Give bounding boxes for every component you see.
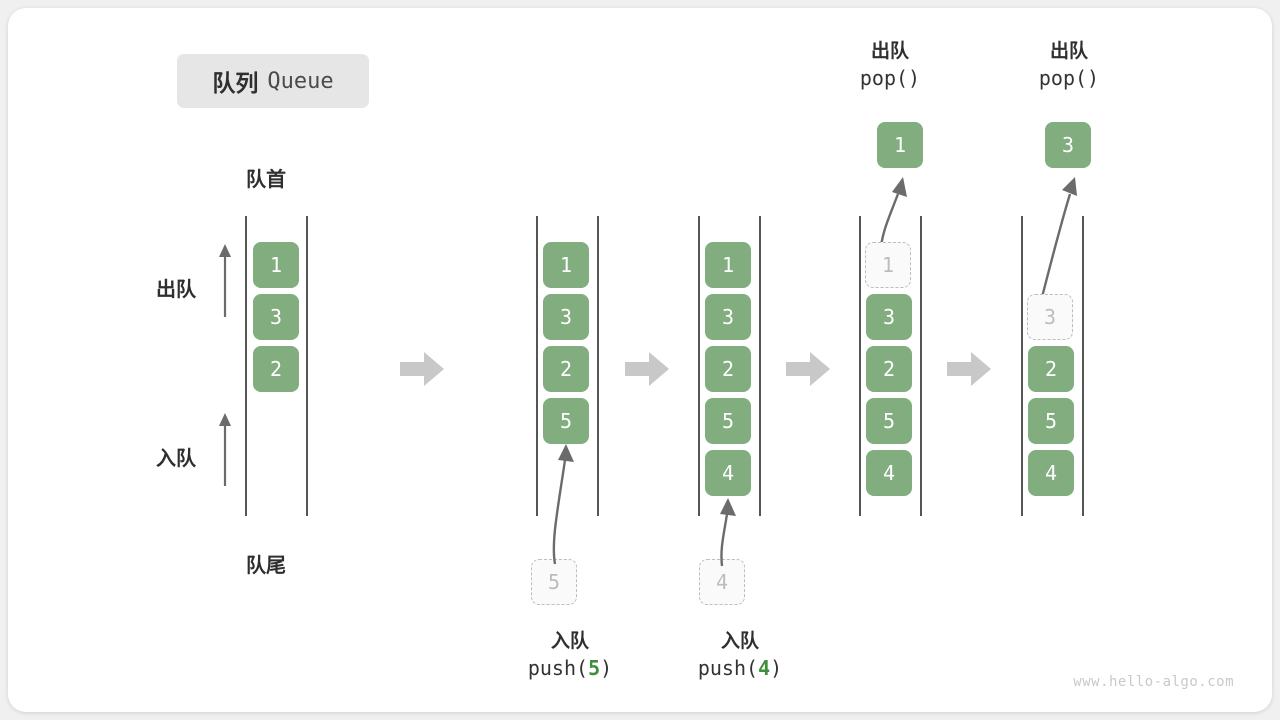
rail-left-col5	[1021, 216, 1023, 516]
popped-element: 3	[1045, 122, 1091, 168]
rail-right-col2	[597, 216, 599, 516]
rail-right-col1	[306, 216, 308, 516]
pop2-cn: 出队	[1049, 40, 1088, 62]
push-motion-arrow	[552, 444, 574, 565]
ghost-element: 3	[1027, 294, 1073, 340]
pop2-label: 出队 pop()	[980, 38, 1158, 92]
queue-element: 3	[543, 294, 589, 340]
pop1-call: pop()	[859, 66, 921, 90]
push5-cn: 入队	[550, 630, 589, 652]
step-arrow-icon	[400, 352, 444, 386]
step-arrow-icon	[625, 352, 669, 386]
pop1-label: 出队 pop()	[801, 38, 979, 92]
enqueue-label: 入队	[156, 446, 196, 470]
pop1-cn: 出队	[870, 40, 909, 62]
rail-left-col2	[536, 216, 538, 516]
queue-element: 5	[1028, 398, 1074, 444]
push5-label: 入队 push(5)	[472, 628, 668, 682]
watermark: www.hello-algo.com	[1073, 674, 1234, 690]
rail-left-col1	[245, 216, 247, 516]
step-arrow-icon	[947, 352, 991, 386]
push-motion-arrow	[720, 498, 736, 567]
queue-element: 3	[253, 294, 299, 340]
enqueue-direction-arrow	[219, 413, 231, 486]
front-label: 队首	[246, 167, 286, 191]
queue-element: 5	[705, 398, 751, 444]
push5-call: push(5)	[527, 656, 613, 680]
queue-element: 4	[866, 450, 912, 496]
queue-element-new: 4	[705, 450, 751, 496]
ghost-element: 1	[865, 242, 911, 288]
queue-element: 1	[543, 242, 589, 288]
queue-element: 3	[705, 294, 751, 340]
rail-right-col5	[1082, 216, 1084, 516]
diagram-card: 队列 Queue 队首 队尾 出队 入队 1 3 2 1 3 2 5 5 入队 …	[8, 8, 1272, 712]
rail-left-col4	[859, 216, 861, 516]
queue-element: 2	[705, 346, 751, 392]
rail-right-col4	[920, 216, 922, 516]
rear-label: 队尾	[246, 553, 286, 577]
push4-call: push(4)	[697, 656, 783, 680]
queue-element: 2	[543, 346, 589, 392]
title-english: Queue	[267, 68, 334, 94]
queue-element: 5	[866, 398, 912, 444]
queue-element: 2	[866, 346, 912, 392]
queue-element: 1	[253, 242, 299, 288]
queue-element: 3	[866, 294, 912, 340]
step-arrow-icon	[786, 352, 830, 386]
pop-motion-arrow	[1037, 177, 1077, 310]
rail-right-col3	[759, 216, 761, 516]
rail-left-col3	[698, 216, 700, 516]
popped-element: 1	[877, 122, 923, 168]
queue-element-new: 5	[543, 398, 589, 444]
queue-element: 2	[253, 346, 299, 392]
push4-cn: 入队	[720, 630, 759, 652]
dequeue-label: 出队	[156, 277, 196, 301]
dequeue-direction-arrow	[219, 244, 231, 317]
push4-label: 入队 push(4)	[642, 628, 838, 682]
pop2-call: pop()	[1038, 66, 1100, 90]
ghost-element: 5	[531, 559, 577, 605]
queue-element: 2	[1028, 346, 1074, 392]
diagram-title-badge: 队列 Queue	[177, 54, 369, 108]
title-chinese: 队列	[212, 71, 259, 97]
queue-element: 1	[705, 242, 751, 288]
queue-element: 4	[1028, 450, 1074, 496]
